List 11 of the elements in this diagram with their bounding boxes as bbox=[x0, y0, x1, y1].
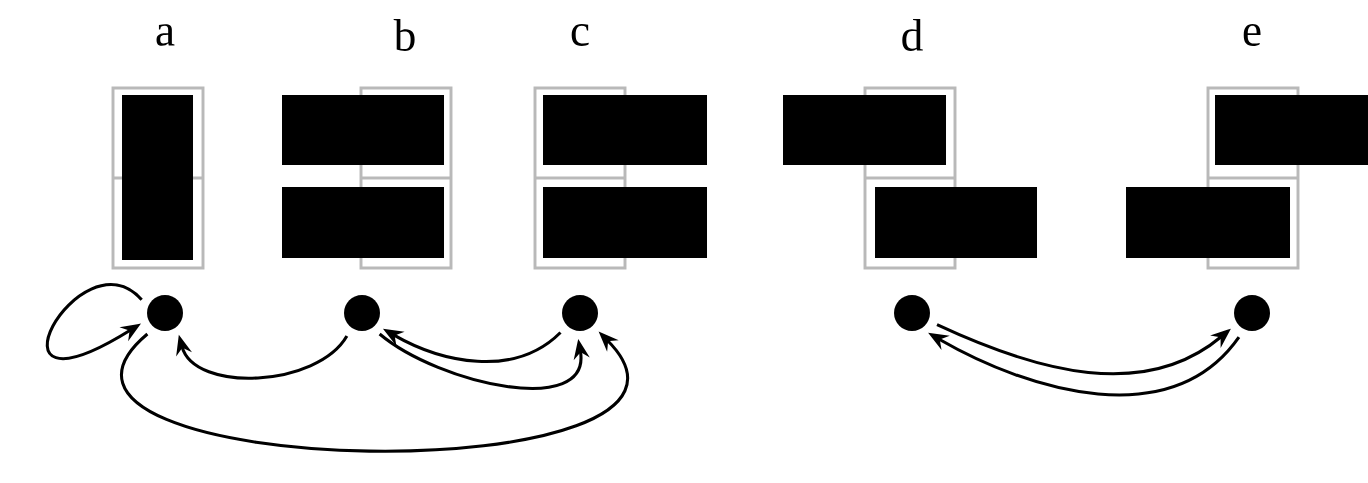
arrow bbox=[46, 283, 143, 360]
dot bbox=[344, 295, 380, 331]
dot bbox=[894, 295, 930, 331]
dot bbox=[562, 295, 598, 331]
column-letter: b bbox=[393, 19, 415, 51]
column-letter: c bbox=[571, 24, 589, 46]
column-letter: d bbox=[902, 19, 923, 51]
dot bbox=[147, 295, 183, 331]
column-letter: e bbox=[1243, 24, 1261, 46]
column-letter: a bbox=[156, 24, 175, 46]
dot bbox=[1234, 295, 1270, 331]
